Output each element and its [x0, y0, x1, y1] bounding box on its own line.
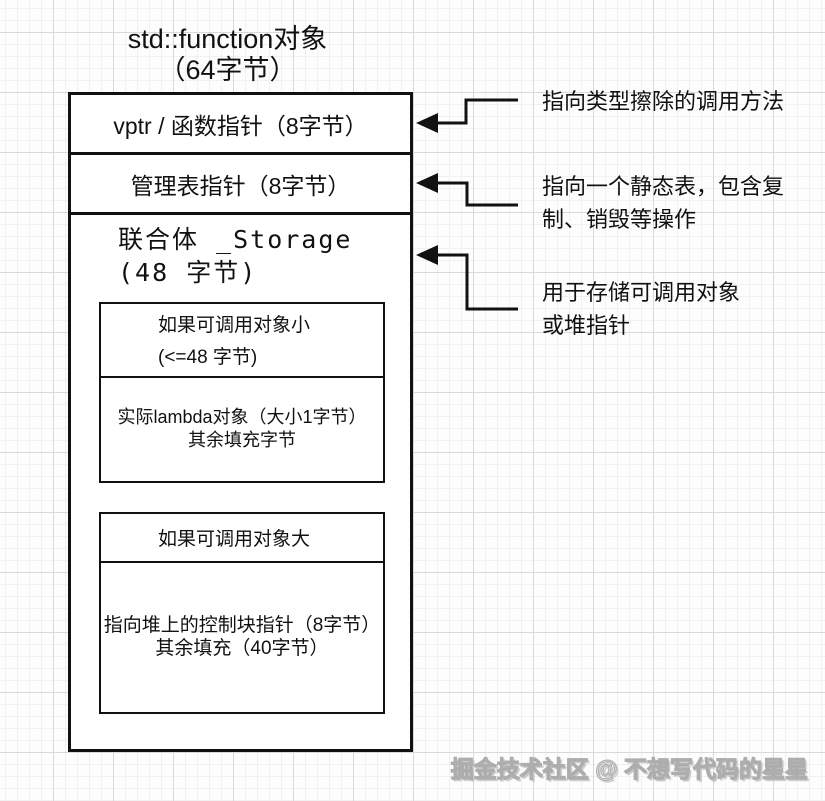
std-function-object-box: vptr / 函数指针（8字节） 管理表指针（8字节） 联合体 _Storage… [68, 92, 413, 752]
row-vptr-label: vptr / 函数指针（8字节） [113, 112, 368, 139]
arrowhead-mgmt-table [416, 173, 438, 193]
small-object-box: 如果可调用对象小 (<=48 字节) 实际lambda对象（大小1字节） 其余填… [99, 302, 385, 483]
annotation-static-table-line1: 指向一个静态表，包含复 [542, 174, 785, 199]
storage-title-line1: 联合体 _Storage [118, 225, 353, 254]
diagram-title-line2: （64字节） [158, 55, 297, 85]
arrow-mgmt-table [416, 173, 518, 207]
small-object-header-line1: 如果可调用对象小 [158, 315, 311, 336]
annotation-call-method-line1: 指向类型擦除的调用方法 [542, 89, 785, 114]
small-object-header-line2: (<=48 字节) [158, 347, 258, 368]
row-vptr: vptr / 函数指针（8字节） [71, 95, 410, 155]
large-object-box: 如果可调用对象大 指向堆上的控制块指针（8字节） 其余填充（40字节） [99, 512, 385, 714]
storage-title-line2: (48 字节) [118, 258, 258, 287]
large-object-header-label: 如果可调用对象大 [158, 529, 311, 550]
diagram-title: std::function对象 （64字节） [90, 24, 365, 86]
large-object-body-line2: 其余填充（40字节） [155, 637, 329, 659]
large-object-body-line1: 指向堆上的控制块指针（8字节） [103, 614, 381, 636]
small-object-body-line1: 实际lambda对象（大小1字节） [117, 406, 367, 427]
diagram-title-line1: std::function对象 [127, 24, 328, 54]
watermark: 掘金技术社区 @ 不想写代码的星星 [450, 756, 808, 783]
small-object-header: 如果可调用对象小 (<=48 字节) [101, 304, 383, 378]
arrowhead-storage [416, 245, 438, 265]
arrow-vptr [416, 98, 518, 133]
annotation-call-method: 指向类型擦除的调用方法 [542, 85, 784, 118]
storage-title: 联合体 _Storage (48 字节) [118, 223, 352, 289]
large-object-header: 如果可调用对象大 [101, 514, 383, 563]
annotation-storage-use: 用于存储可调用对象 或堆指针 [542, 276, 740, 342]
row-mgmt-table-label: 管理表指针（8字节） [130, 172, 351, 199]
annotation-static-table: 指向一个静态表，包含复 制、销毁等操作 [542, 170, 784, 236]
large-object-body: 指向堆上的控制块指针（8字节） 其余填充（40字节） [101, 563, 383, 710]
annotation-static-table-line2: 制、销毁等操作 [542, 207, 697, 232]
small-object-body: 实际lambda对象（大小1字节） 其余填充字节 [101, 378, 383, 479]
arrow-storage [416, 245, 518, 311]
annotation-storage-use-line1: 用于存储可调用对象 [542, 280, 741, 305]
storage-section: 联合体 _Storage (48 字节) 如果可调用对象小 (<=48 字节) … [71, 215, 410, 749]
small-object-body-line2: 其余填充字节 [188, 429, 296, 450]
row-mgmt-table: 管理表指针（8字节） [71, 155, 410, 215]
arrowhead-vptr [416, 113, 438, 133]
annotation-storage-use-line2: 或堆指针 [542, 313, 631, 338]
